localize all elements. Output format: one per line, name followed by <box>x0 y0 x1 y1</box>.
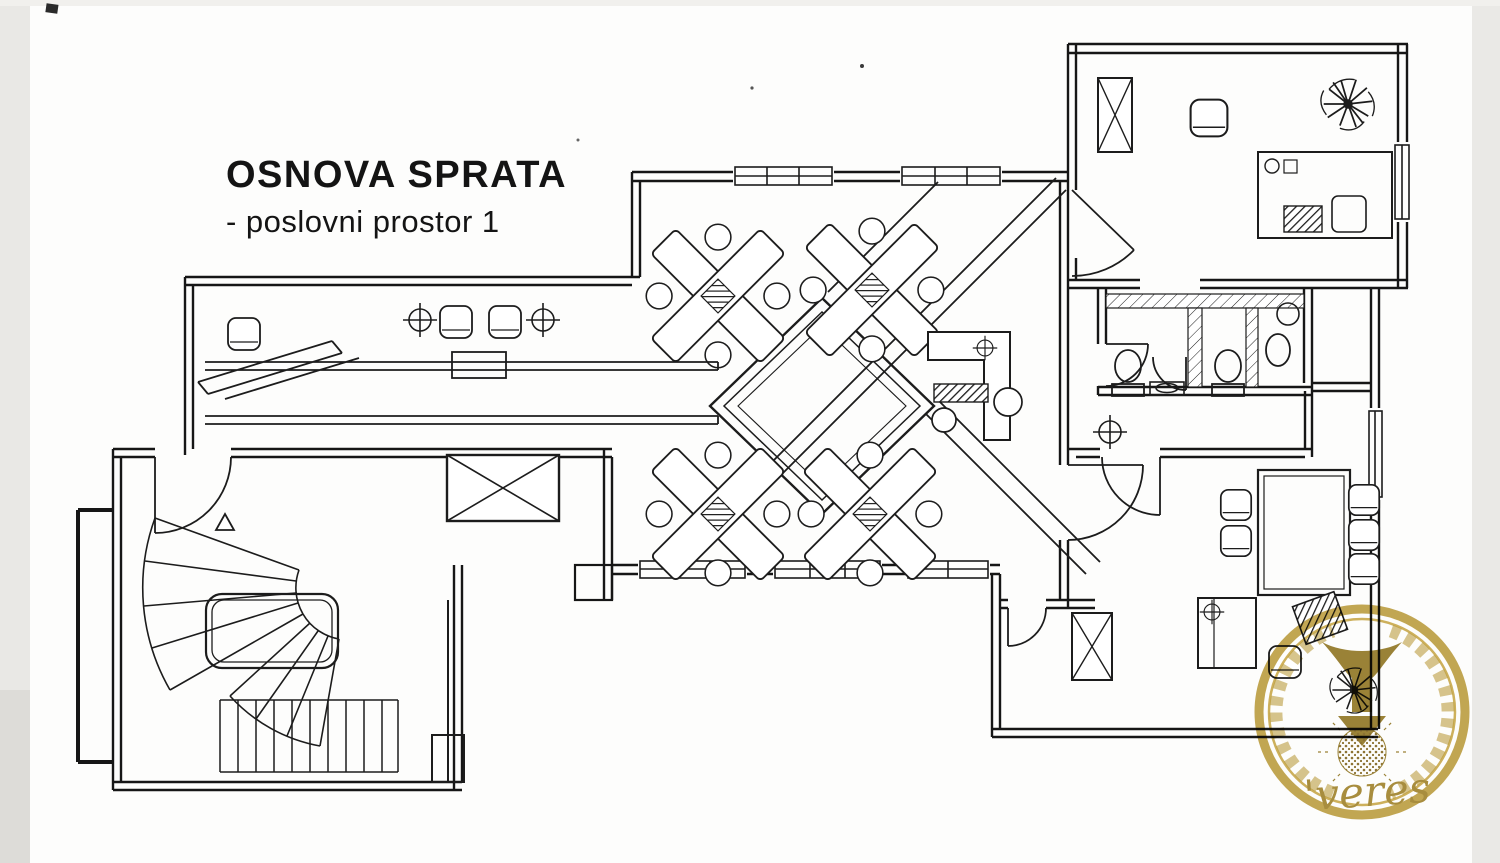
workstation-clusters <box>645 217 1023 587</box>
office-top-right-furniture <box>1097 77 1393 239</box>
direction-triangle <box>214 512 236 531</box>
watermark-outer-ring <box>1254 604 1470 820</box>
sink <box>1149 381 1185 396</box>
plan-title-block: OSNOVA SPRATA - poslovni prostor 1 <box>226 154 567 240</box>
plant-icon <box>1320 78 1376 131</box>
work-desk <box>1197 597 1257 669</box>
reception-counter <box>197 305 719 425</box>
watermark-text: 'veres <box>1302 763 1432 821</box>
corner-workstation <box>927 331 1023 441</box>
wash-basin <box>1265 333 1291 367</box>
staircase-wing <box>141 453 561 783</box>
plan-title: OSNOVA SPRATA <box>226 154 568 196</box>
doors <box>154 189 1187 647</box>
toilet <box>1111 349 1145 397</box>
closet-shaft <box>1071 612 1113 681</box>
watermark-sphere <box>1337 727 1387 777</box>
boiler <box>1276 302 1300 326</box>
exterior-walls <box>76 42 1409 792</box>
plan-subtitle: - poslovni prostor 1 <box>226 204 500 239</box>
laurel-wreath <box>1269 624 1455 800</box>
veres-watermark: 'veres <box>1254 604 1470 821</box>
straight-stairs <box>219 699 399 773</box>
elevator-shaft <box>445 453 561 523</box>
scan-artifacts <box>45 3 864 142</box>
wc-sanitary <box>1105 293 1305 397</box>
closet-shaft <box>1097 77 1133 153</box>
toilet <box>1211 349 1245 397</box>
stair-landing-desk <box>204 592 340 670</box>
